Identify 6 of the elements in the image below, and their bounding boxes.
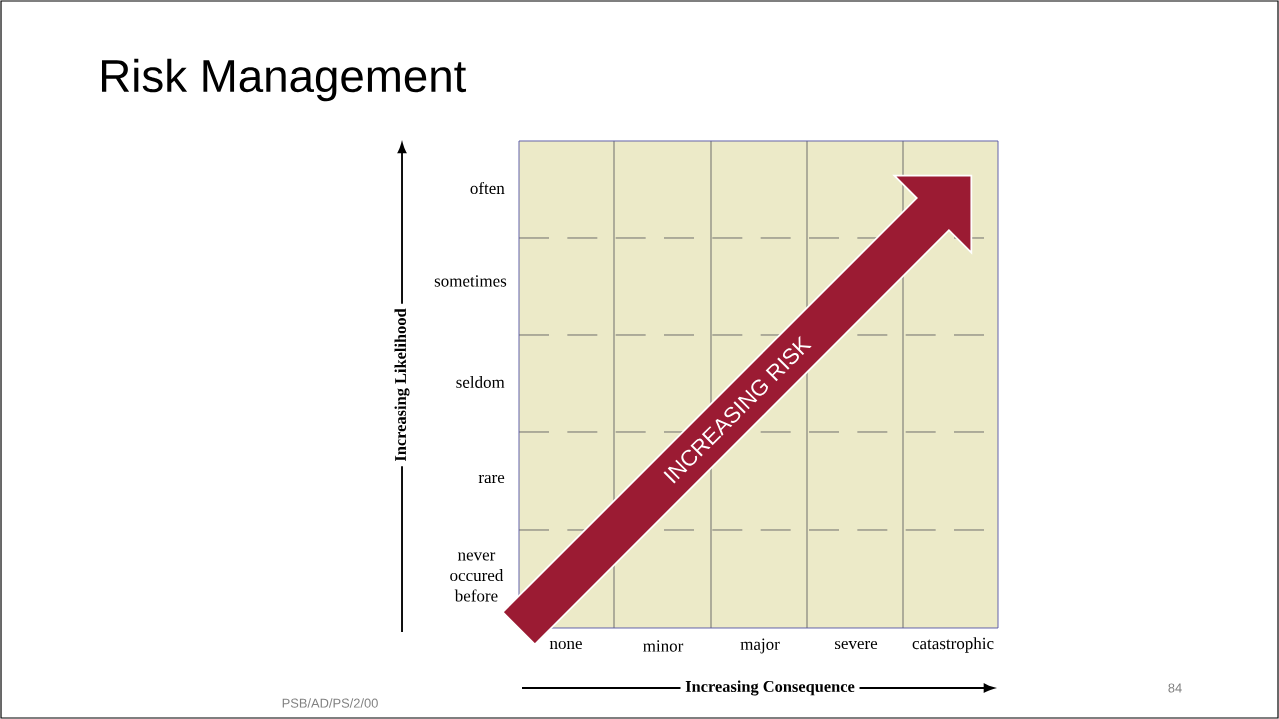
page-number: 84 bbox=[1168, 683, 1182, 693]
footer-text: PSB/AD/PS/2/00 bbox=[282, 698, 378, 708]
axis-label: Increasing Likelihood bbox=[390, 303, 414, 467]
axis-label: Increasing Consequence bbox=[680, 676, 860, 700]
slide-title: Risk Management bbox=[102, 58, 467, 102]
row-label: never occured before bbox=[450, 552, 504, 602]
